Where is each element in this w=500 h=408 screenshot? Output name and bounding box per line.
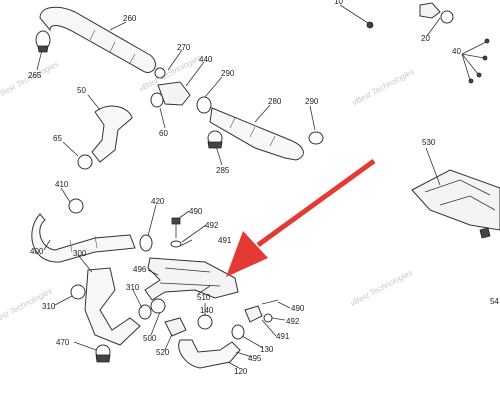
fasteners-40 — [461, 38, 490, 84]
clamp-265 — [35, 30, 51, 53]
fitting-491 — [244, 299, 279, 323]
part-label-492: 492 — [205, 221, 219, 230]
clamp-520 — [164, 317, 187, 337]
part-label-260: 260 — [123, 14, 137, 23]
hose-260 — [39, 6, 156, 73]
part-label-300: 300 — [73, 249, 87, 258]
part-label-490: 490 — [189, 207, 203, 216]
part-label-440: 440 — [199, 55, 213, 64]
part-label-530: 530 — [422, 138, 436, 147]
part-label-65: 65 — [53, 134, 62, 143]
part-label-500: 500 — [143, 334, 157, 343]
watermark: vBest Technologies — [351, 67, 416, 107]
watermark: vBest Technologies — [349, 268, 414, 308]
part-label-140: 140 — [200, 306, 214, 315]
fitting-440 — [150, 67, 212, 114]
leader-lines — [36, 17, 441, 369]
part-label-130: 130 — [260, 345, 274, 354]
pipe-510 — [144, 257, 239, 314]
part-label-54: 54 — [490, 297, 499, 306]
part-label-492b: 492 — [286, 317, 300, 326]
part-label-490b: 490 — [291, 304, 305, 313]
hose-400 — [31, 198, 153, 263]
part-label-290b: 290 — [305, 97, 319, 106]
part-label-265: 265 — [28, 71, 42, 80]
part-label-410: 410 — [55, 180, 69, 189]
part-label-491: 491 — [218, 236, 232, 245]
hose-50 — [77, 105, 133, 170]
part-label-50: 50 — [77, 86, 86, 95]
part-label-285: 285 — [216, 166, 230, 175]
part-label-270: 270 — [177, 43, 191, 52]
part-label-10: 10 — [334, 0, 343, 6]
part-label-470: 470 — [56, 338, 70, 347]
hose-280 — [209, 107, 324, 161]
part-label-120: 120 — [234, 367, 248, 376]
part-label-400: 400 — [30, 247, 44, 256]
bolt-10 — [339, 4, 374, 29]
part-label-510: 510 — [197, 293, 211, 302]
part-label-495: 495 — [248, 354, 262, 363]
part-label-290: 290 — [221, 69, 235, 78]
part-label-491b: 491 — [276, 332, 290, 341]
hose-300 — [70, 267, 152, 346]
pointer-arrow — [226, 158, 376, 277]
clamp-285 — [207, 130, 223, 149]
clamp-470 — [95, 344, 111, 363]
part-labels: 260 265 270 440 290 50 60 280 290 65 285… — [28, 0, 499, 376]
bolt-490 — [170, 217, 182, 248]
part-label-280: 280 — [268, 97, 282, 106]
part-label-20: 20 — [421, 34, 430, 43]
bracket-530 — [411, 169, 500, 239]
part-label-310: 310 — [42, 302, 56, 311]
part-label-60: 60 — [159, 129, 168, 138]
part-label-420: 420 — [151, 197, 165, 206]
part-label-40: 40 — [452, 47, 461, 56]
part-label-496: 496 — [133, 265, 147, 274]
hose-140 — [178, 314, 245, 369]
clip-20 — [419, 2, 454, 24]
part-label-310b: 310 — [126, 283, 140, 292]
part-label-520: 520 — [156, 348, 170, 357]
